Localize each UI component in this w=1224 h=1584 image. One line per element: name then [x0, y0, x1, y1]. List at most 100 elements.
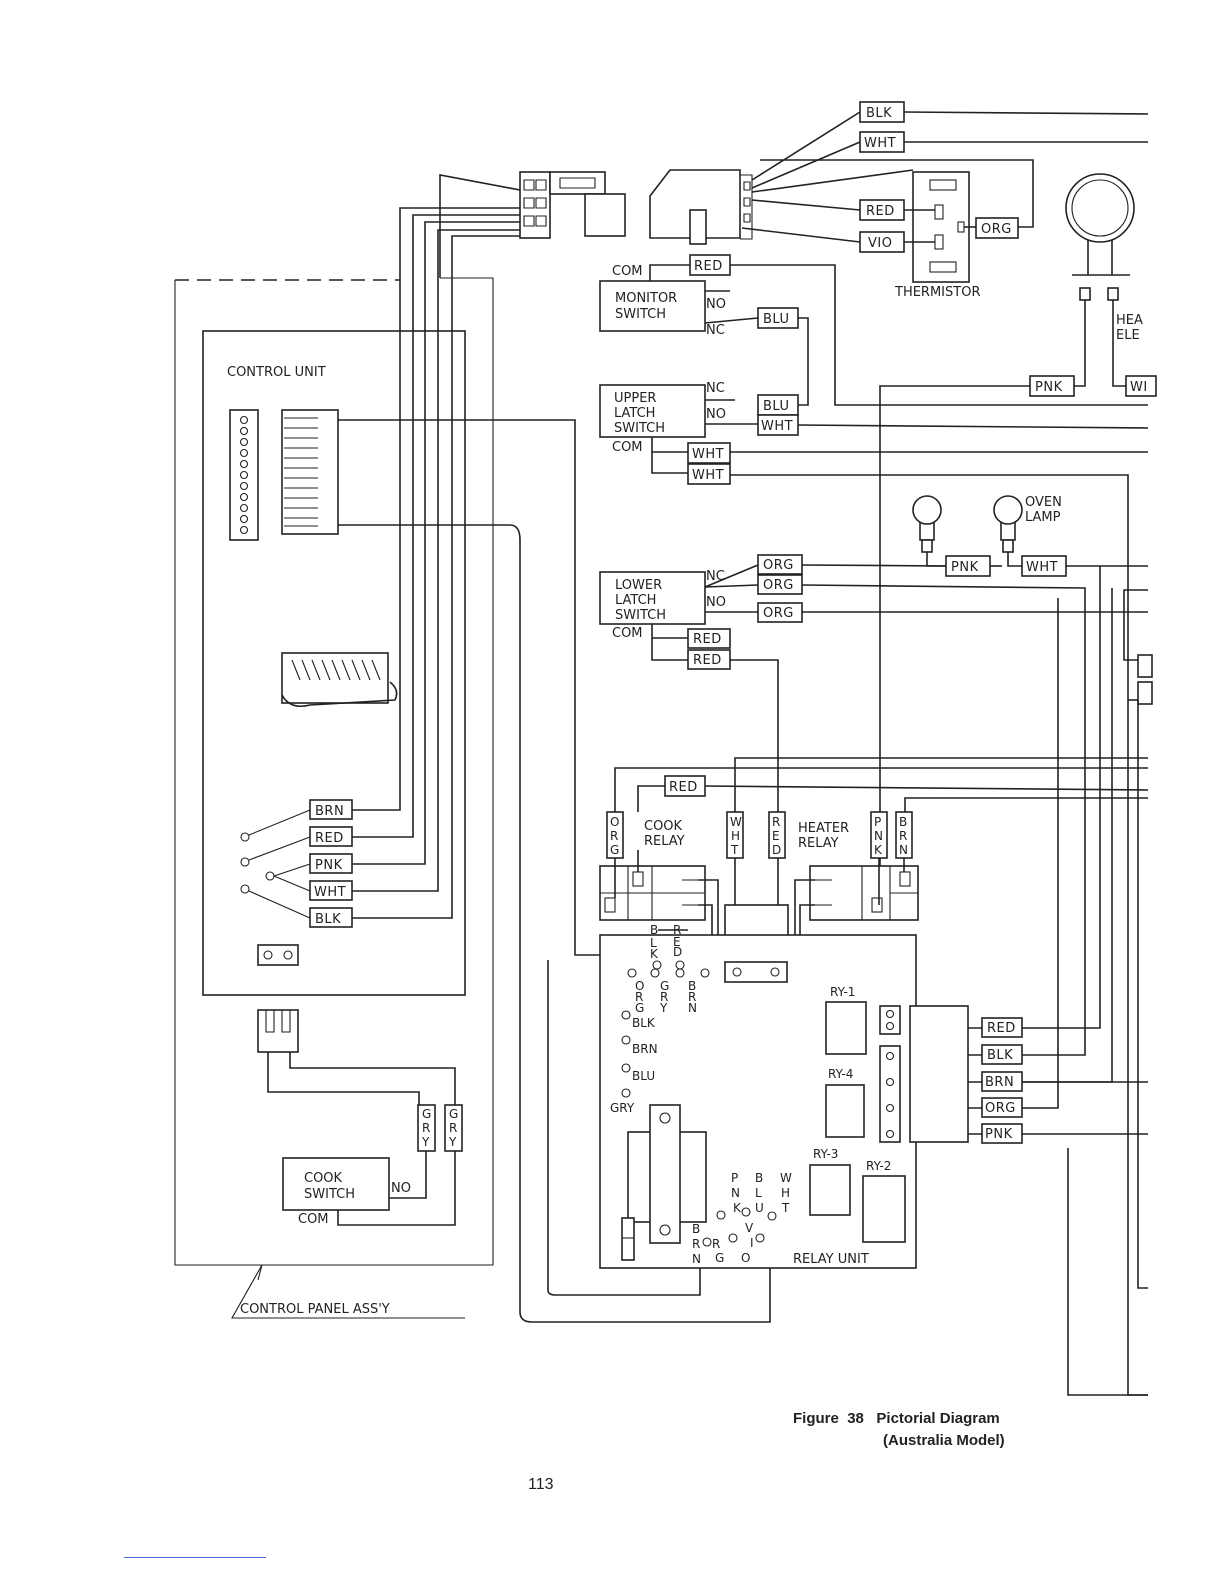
svg-text:E: E: [673, 935, 681, 949]
heater-element-label-1: HEA: [1116, 313, 1143, 328]
monitor-nc-label: NC: [706, 323, 725, 338]
caption-number: 38: [847, 1410, 864, 1427]
svg-text:Y: Y: [448, 1135, 457, 1149]
svg-text:D: D: [673, 945, 682, 959]
svg-text:N: N: [899, 843, 908, 857]
control-unit-label: CONTROL UNIT: [227, 365, 326, 380]
tag-red-relay: RED: [669, 780, 698, 795]
plug-connector-right: [649, 169, 753, 245]
monitor-no-label: NO: [706, 297, 726, 312]
tag-red: RED: [315, 831, 344, 846]
heater-relay-label-1: HEATER: [798, 821, 849, 836]
ry2-label: RY-2: [866, 1159, 891, 1173]
upper-latch-label-3: SWITCH: [614, 421, 665, 436]
control-panel-label: CONTROL PANEL ASS'Y: [240, 1302, 390, 1317]
cook-relay: O R G COOK RELAY: [599, 811, 719, 1041]
lower-com-label: COM: [612, 626, 643, 641]
relay-unit-label: RELAY UNIT: [793, 1252, 869, 1267]
tag-pnk-lamp: PNK: [951, 560, 979, 575]
tag-blk-out: BLK: [987, 1048, 1013, 1063]
cook-switch: GRY GRY COOK SWITCH NO COM: [257, 1009, 463, 1227]
tag-red-monitor: RED: [694, 259, 723, 274]
lower-no-label: NO: [706, 595, 726, 610]
tag-wh-partial: WI: [1130, 380, 1148, 395]
svg-text:B: B: [650, 923, 658, 937]
svg-text:R: R: [422, 1121, 430, 1135]
tag-blu-monitor: BLU: [763, 312, 790, 327]
heater-relay-label-2: RELAY: [798, 836, 839, 851]
upper-no-label: NO: [706, 407, 726, 422]
tag-pnk: PNK: [315, 858, 343, 873]
tag-wht-top: WHT: [864, 136, 896, 151]
ry1-label: RY-1: [830, 985, 855, 999]
ry4-label: RY-4: [828, 1067, 853, 1081]
svg-text:E: E: [772, 829, 780, 843]
ry3-label: RY-3: [813, 1147, 838, 1161]
svg-text:K: K: [874, 843, 883, 857]
right-edge-tags: [1022, 566, 1153, 1083]
tag-brn: BRN: [315, 804, 344, 819]
svg-text:L: L: [755, 1186, 762, 1200]
svg-text:G: G: [715, 1251, 724, 1265]
oven-lamp-label-1: OVEN: [1025, 495, 1062, 510]
svg-text:P: P: [731, 1171, 738, 1185]
cook-relay-label-2: RELAY: [644, 834, 685, 849]
tag-wht-upper-com-2: WHT: [692, 468, 724, 483]
tag-org-lower-3: ORG: [763, 606, 794, 621]
tag-red-lower-1: RED: [693, 632, 722, 647]
svg-text:R: R: [449, 1121, 457, 1135]
upper-latch-label-1: UPPER: [614, 391, 656, 406]
svg-text:O: O: [635, 979, 644, 993]
svg-text:I: I: [750, 1236, 754, 1250]
tag-pnk-heater: PNK: [1035, 380, 1063, 395]
tag-blu-upper: BLU: [763, 399, 790, 414]
svg-text:T: T: [730, 843, 739, 857]
svg-text:G: G: [610, 843, 619, 857]
cook-no-label: NO: [391, 1181, 411, 1196]
svg-text:B: B: [688, 979, 696, 993]
svg-text:U: U: [755, 1201, 764, 1215]
svg-text:H: H: [731, 829, 740, 843]
relay-output-tags: RED BLK BRN ORG PNK: [981, 598, 1148, 1396]
monitor-com-label: COM: [612, 264, 643, 279]
svg-text:R: R: [692, 1237, 700, 1251]
tag-org-lower-2: ORG: [763, 578, 794, 593]
svg-text:R: R: [772, 815, 780, 829]
control-unit: CONTROL UNIT: [202, 330, 466, 996]
lower-latch-switch: LOWER LATCH SWITCH NC NO COM ORG ORG ORG…: [599, 554, 1148, 1056]
svg-text:G: G: [449, 1107, 458, 1121]
cook-switch-label-2: SWITCH: [304, 1187, 355, 1202]
tag-org-lower-1: ORG: [763, 558, 794, 573]
relay-brn-label: BRN: [632, 1042, 658, 1056]
heater-relay: W H T R E D HEATER RELAY P N K B R N: [630, 811, 919, 1096]
svg-text:O: O: [741, 1251, 750, 1265]
svg-text:N: N: [692, 1252, 701, 1266]
selector-contacts: [240, 809, 311, 919]
svg-text:R: R: [660, 990, 668, 1004]
tag-red-lower-2: RED: [693, 653, 722, 668]
tag-org-thermistor: ORG: [981, 222, 1012, 237]
oven-lamps: OVEN LAMP PNK WHT: [912, 495, 1148, 577]
svg-text:H: H: [781, 1186, 790, 1200]
tag-red-out: RED: [987, 1021, 1016, 1036]
relay-blk-label: BLK: [632, 1016, 656, 1030]
svg-text:N: N: [731, 1186, 740, 1200]
svg-text:W: W: [780, 1171, 792, 1185]
upper-nc-label: NC: [706, 381, 725, 396]
monitor-switch-label-2: SWITCH: [615, 307, 666, 322]
cook-com-label: COM: [298, 1212, 329, 1227]
monitor-switch: MONITOR SWITCH COM NO NC RED BLU: [599, 254, 1148, 406]
tag-brn-out: BRN: [985, 1075, 1014, 1090]
tag-wht-upper: WHT: [761, 419, 793, 434]
svg-text:L: L: [650, 936, 657, 950]
relay-top-wiring: RED: [614, 757, 1149, 812]
svg-text:G: G: [422, 1107, 431, 1121]
svg-text:N: N: [688, 1001, 697, 1015]
svg-text:G: G: [660, 979, 669, 993]
svg-text:R: R: [688, 990, 696, 1004]
tag-wht-upper-com-1: WHT: [692, 447, 724, 462]
lower-nc-label: NC: [706, 569, 725, 584]
svg-text:G: G: [635, 1001, 644, 1015]
svg-text:R: R: [712, 1237, 720, 1251]
svg-text:W: W: [730, 815, 742, 829]
